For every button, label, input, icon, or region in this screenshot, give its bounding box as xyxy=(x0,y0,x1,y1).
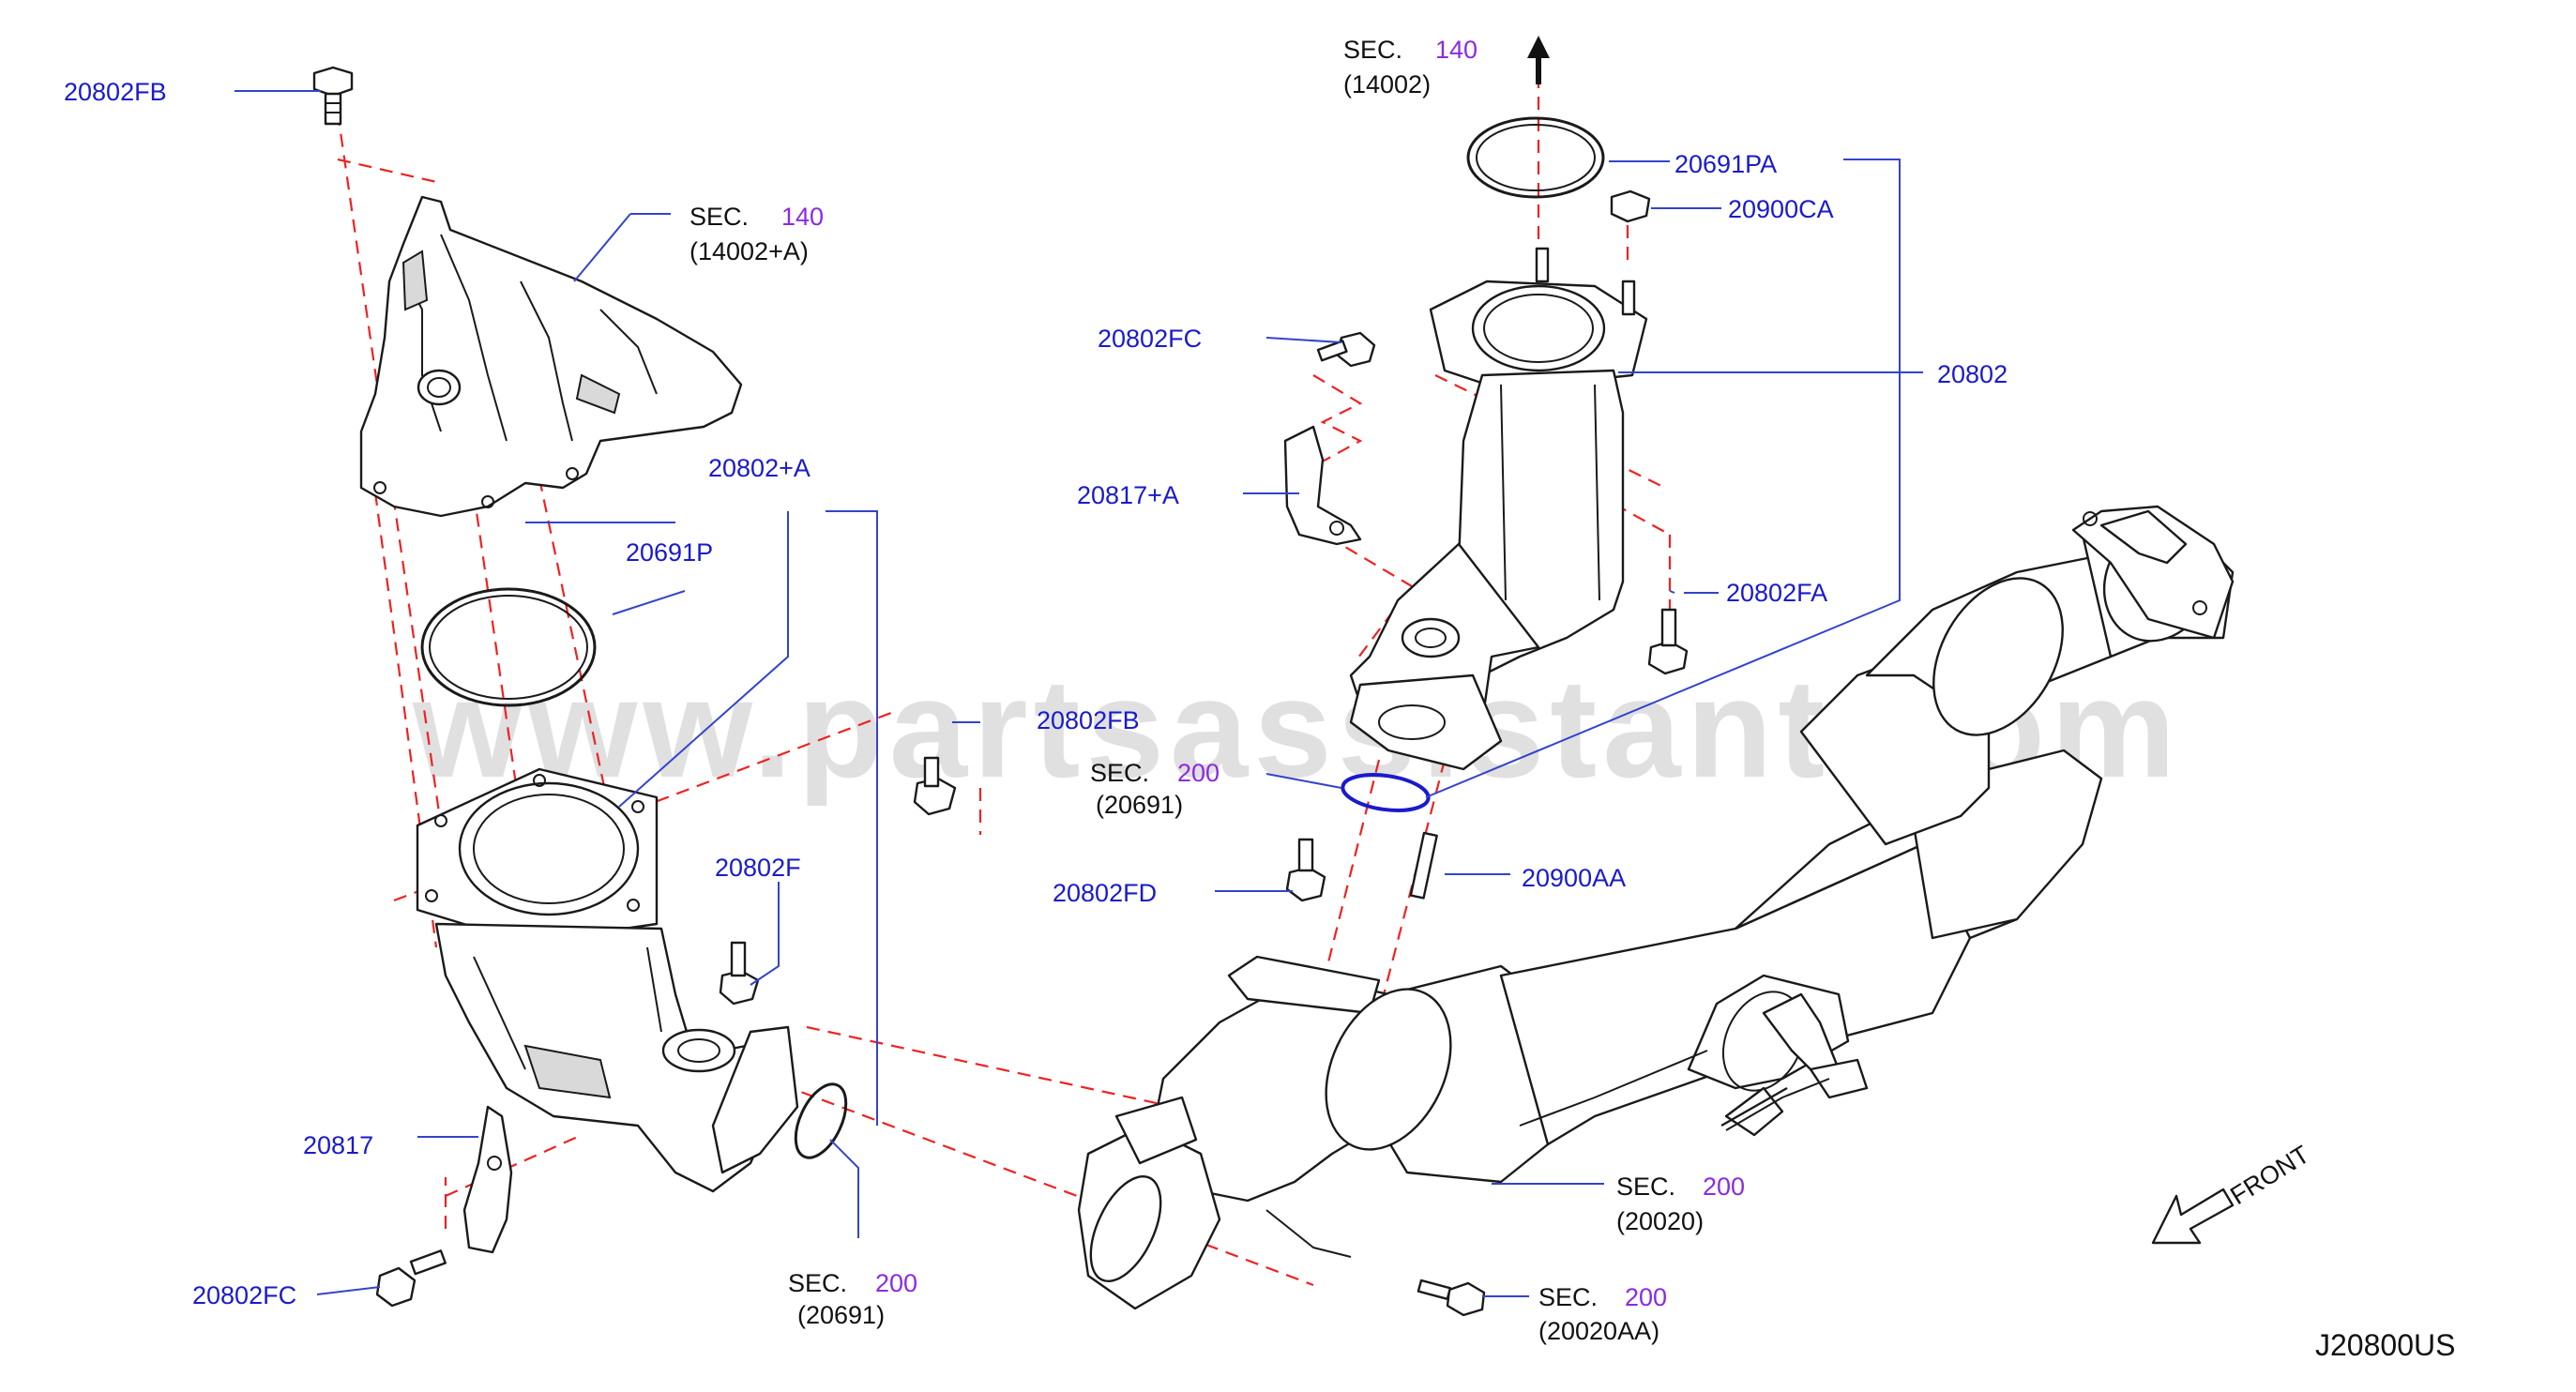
label-20691p: 20691P xyxy=(626,538,713,567)
front-exhaust-tube-assembly xyxy=(1077,505,2235,1310)
o-ring-mid xyxy=(1341,773,1431,812)
bolt-20802fb-mid xyxy=(913,756,957,816)
upper-catalyst-20802 xyxy=(1349,247,1648,771)
sec-manifold-prefix: SEC. xyxy=(689,203,749,231)
sec-top-number: 140 xyxy=(1435,36,1477,64)
sec-pipe-number: 200 xyxy=(1703,1173,1745,1201)
label-20900ca: 20900CA xyxy=(1728,195,1834,223)
front-catalyst-left xyxy=(416,767,799,1193)
sec-manifold-ref: (14002+A) xyxy=(689,237,809,265)
bracket-20817a xyxy=(1283,425,1362,546)
label-20691pa: 20691PA xyxy=(1674,150,1777,178)
sec-bottom-left-ref: (20691) xyxy=(797,1301,885,1329)
front-direction-arrow-icon xyxy=(2151,1188,2235,1245)
sec-mid-prefix: SEC. xyxy=(1090,759,1149,787)
sec-manifold-number: 140 xyxy=(781,203,824,231)
labels: 20802FB 20802+A 20691P 20802FB 20802F 20… xyxy=(64,36,2455,1362)
leader-lines xyxy=(235,90,1923,1297)
label-20802f: 20802F xyxy=(715,854,801,882)
sec-bottom-left-number: 200 xyxy=(875,1269,917,1297)
label-20802a: 20802+A xyxy=(708,454,811,482)
gasket-20691p xyxy=(420,587,597,707)
sec-top-ref: (14002) xyxy=(1343,70,1431,98)
sec-pipe-ref: (20020) xyxy=(1616,1207,1704,1235)
gasket-20691pa xyxy=(1466,116,1605,199)
sec-pipe-prefix: SEC. xyxy=(1616,1173,1675,1201)
bracket-20817 xyxy=(462,1105,513,1254)
sec-mid-number: 200 xyxy=(1177,759,1220,787)
bolt-20802fc-top xyxy=(1316,331,1376,368)
bolt-20802f xyxy=(719,941,760,1006)
label-20802: 20802 xyxy=(1937,360,2008,388)
label-20802fc-top: 20802FC xyxy=(1098,325,1202,353)
label-20802fd: 20802FD xyxy=(1053,879,1157,907)
front-label: FRONT xyxy=(2225,1140,2314,1210)
bolt-20802fc-bottom xyxy=(375,1249,447,1308)
label-20817: 20817 xyxy=(303,1131,373,1159)
sec-bottom-left-prefix: SEC. xyxy=(788,1269,847,1297)
nut-20900ca xyxy=(1610,189,1651,223)
label-20802fb-mid: 20802FB xyxy=(1037,706,1140,734)
label-20900aa: 20900AA xyxy=(1522,864,1626,892)
label-20817a: 20817+A xyxy=(1077,481,1179,509)
exhaust-manifold xyxy=(359,195,743,518)
bolt-20802fb-top xyxy=(312,66,354,126)
bolt-20802fd xyxy=(1285,838,1326,902)
bolt-20802fa xyxy=(1647,608,1689,675)
up-arrow-icon xyxy=(1527,36,1550,84)
sec-mid-ref: (20691) xyxy=(1096,791,1183,819)
bolt-20020aa xyxy=(1417,1279,1486,1317)
sec-bolt-ref: (20020AA) xyxy=(1538,1317,1659,1345)
stud-20900aa xyxy=(1409,831,1438,900)
diagram-code: J20800US xyxy=(2315,1328,2455,1362)
sec-top-prefix: SEC. xyxy=(1343,36,1402,64)
o-ring-left xyxy=(794,1082,848,1159)
sec-bolt-prefix: SEC. xyxy=(1538,1283,1598,1311)
sec-bolt-number: 200 xyxy=(1625,1283,1667,1311)
label-20802fc-bottom: 20802FC xyxy=(192,1281,296,1309)
label-20802fa: 20802FA xyxy=(1726,579,1827,607)
label-20802fb-top: 20802FB xyxy=(64,78,167,106)
